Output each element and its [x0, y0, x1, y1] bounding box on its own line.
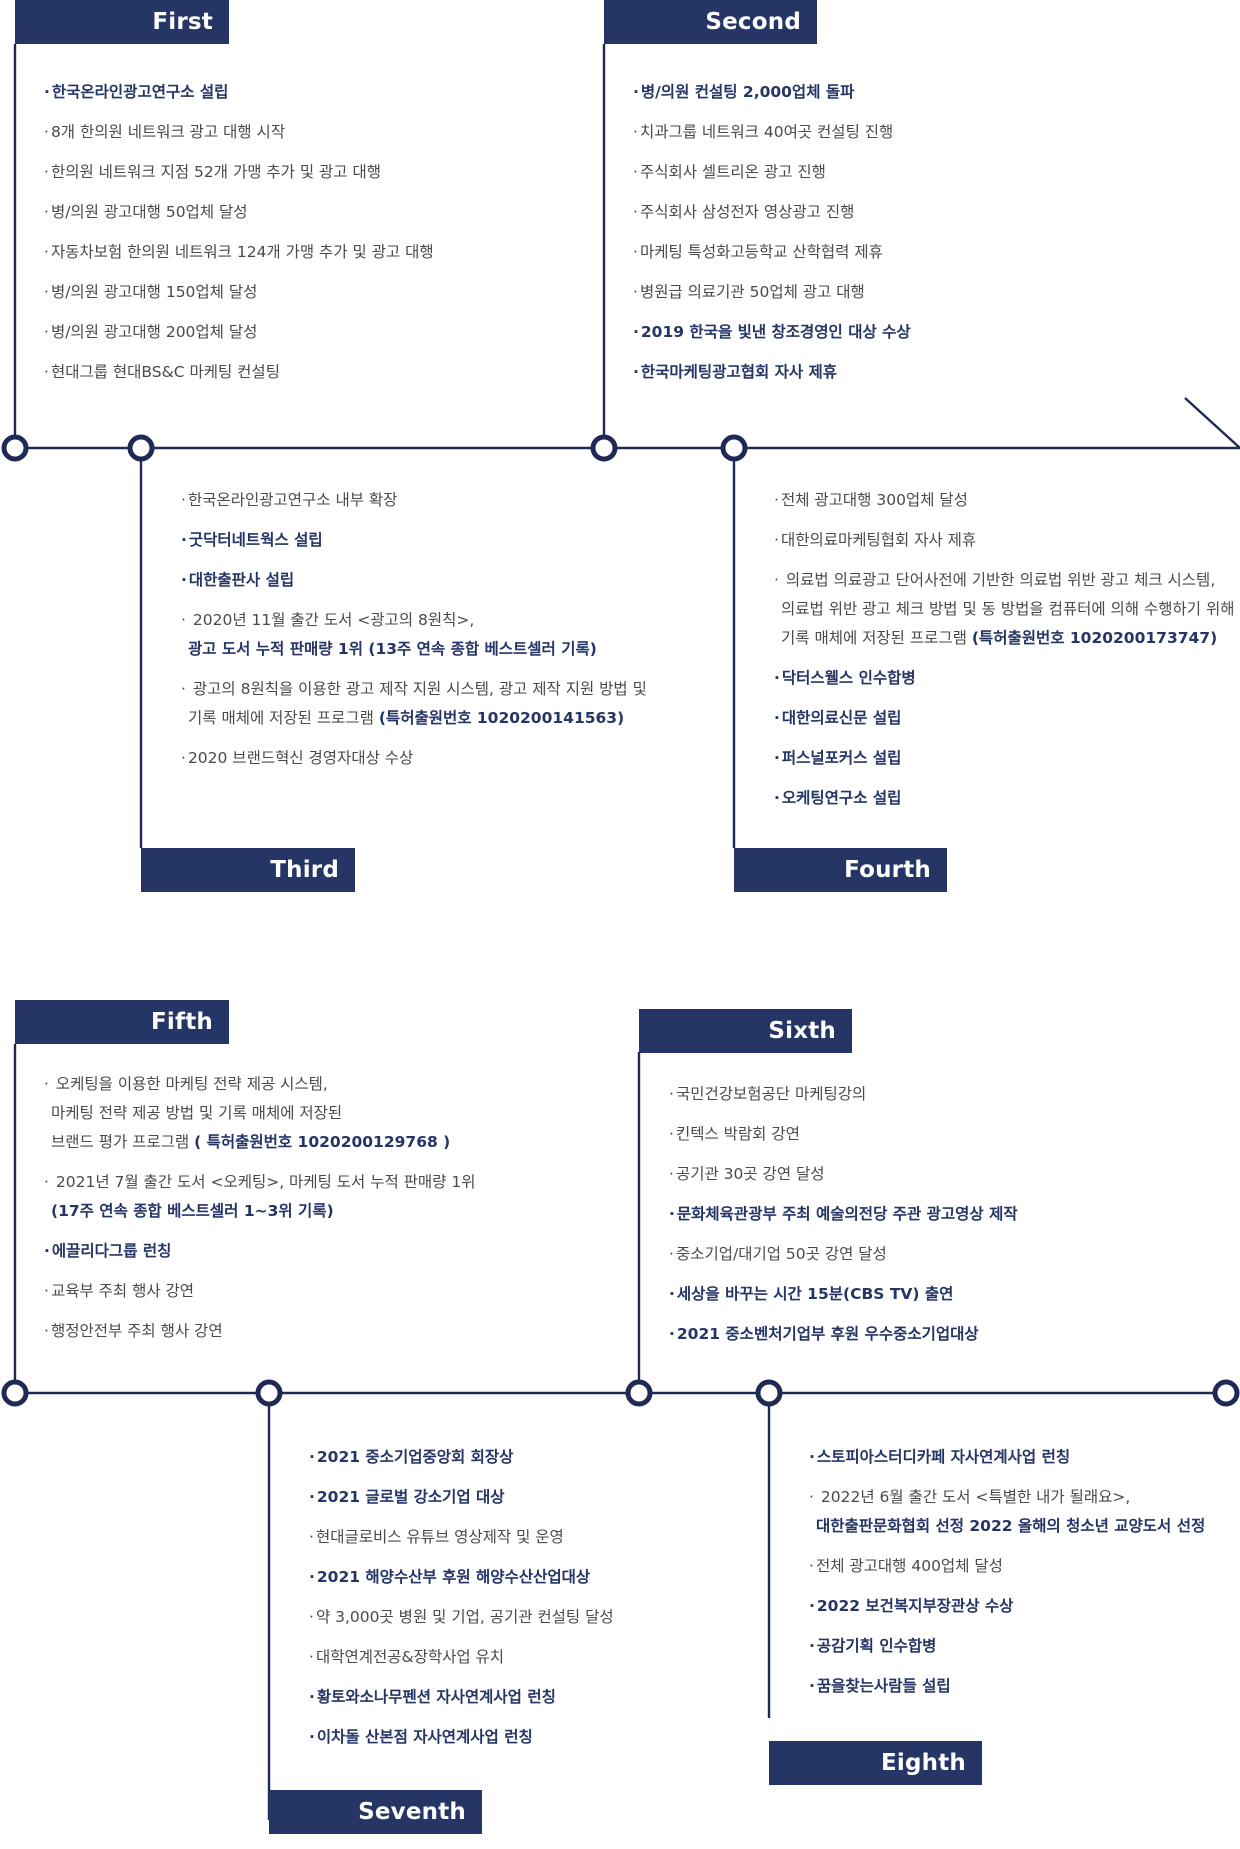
timeline-node: [590, 434, 618, 462]
timeline-node: [1212, 1379, 1240, 1407]
first-label: First: [15, 0, 229, 44]
list-item: 오케팅연구소 설립: [774, 784, 1234, 813]
list-item: 의료법 의료광고 단어사전에 기반한 의료법 위반 광고 체크 시스템, 의료법…: [774, 566, 1234, 653]
eighth-label: Eighth: [769, 1741, 982, 1785]
list-item: 이차돌 산본점 자사연계사업 런칭: [309, 1723, 614, 1752]
list-item: 대한의료마케팅협회 자사 제휴: [774, 526, 1234, 555]
list-item: 주식회사 삼성전자 영상광고 진행: [633, 198, 911, 227]
list-item: 교육부 주최 행사 강연: [44, 1277, 476, 1306]
item-text: 의료법 의료광고 단어사전에 기반한 의료법 위반 광고 체크 시스템,: [785, 571, 1216, 589]
list-item: 병/의원 광고대행 150업체 달성: [44, 278, 434, 307]
timeline-node: [1, 434, 29, 462]
list-item: 마케팅 특성화고등학교 산학협력 제휴: [633, 238, 911, 267]
fifth-list: 오케팅을 이용한 마케팅 전략 제공 시스템, 마케팅 전략 제공 방법 및 기…: [44, 1070, 476, 1357]
list-item: 에끌리다그룹 런칭: [44, 1237, 476, 1266]
item-text: 기록 매체에 저장된 프로그램: [781, 629, 972, 647]
list-item: 황토와소나무펜션 자사연계사업 런칭: [309, 1683, 614, 1712]
fourth-list: 전체 광고대행 300업체 달성 대한의료마케팅협회 자사 제휴 의료법 의료광…: [774, 486, 1235, 824]
list-item: 2021 해양수산부 후원 해양수산산업대상: [309, 1563, 614, 1592]
sixth-list: 국민건강보험공단 마케팅강의킨텍스 박람회 강연공기관 30곳 강연 달성문화체…: [669, 1080, 1018, 1360]
item-text: 브랜드 평가 프로그램: [51, 1133, 195, 1151]
list-item: 주식회사 셀트리온 광고 진행: [633, 158, 911, 187]
list-item: 한국온라인광고연구소 설립: [44, 78, 434, 107]
list-item: 한국온라인광고연구소 내부 확장: [181, 486, 647, 515]
item-text: 의료법 위반 광고 체크 방법 및 동 방법을 컴퓨터에 의해 수행하기 위해: [781, 600, 1235, 618]
third-list: 한국온라인광고연구소 내부 확장 굿닥터네트웍스 설립 대한출판사 설립 202…: [181, 486, 647, 784]
list-item: 공기관 30곳 강연 달성: [669, 1160, 1018, 1189]
list-item: 치과그룹 네트워크 40여곳 컨설팅 진행: [633, 118, 911, 147]
list-item: 약 3,000곳 병원 및 기업, 공기관 컨설팅 달성: [309, 1603, 614, 1632]
timeline-node: [625, 1379, 653, 1407]
list-item: 병/의원 광고대행 200업체 달성: [44, 318, 434, 347]
list-item: 국민건강보험공단 마케팅강의: [669, 1080, 1018, 1109]
item-text: 2021년 7월 출간 도서 <오케팅>, 마케팅 도서 누적 판매량 1위: [55, 1173, 476, 1191]
item-text: 2020년 11월 출간 도서 <광고의 8원칙>,: [192, 611, 475, 629]
fifth-label: Fifth: [15, 1000, 229, 1044]
list-item: 스토피아스터디카페 자사연계사업 런칭: [809, 1443, 1205, 1472]
sixth-label: Sixth: [639, 1009, 852, 1053]
list-item: 2020년 11월 출간 도서 <광고의 8원칙>, 광고 도서 누적 판매량 …: [181, 606, 647, 664]
seventh-list: 2021 중소기업중앙회 회장상 2021 글로벌 강소기업 대상현대글로비스 유…: [309, 1443, 614, 1763]
first-list: 한국온라인광고연구소 설립 8개 한의원 네트워크 광고 대행 시작한의원 네트워…: [44, 78, 434, 398]
item-text-highlight: 광고 도서 누적 판매량 1위 (13주 연속 종합 베스트셀러 기록): [188, 640, 597, 658]
list-item: 2021년 7월 출간 도서 <오케팅>, 마케팅 도서 누적 판매량 1위 (…: [44, 1168, 476, 1226]
list-item: 대한의료신문 설립: [774, 704, 1234, 733]
list-item: 꿈을찾는사람들 설립: [809, 1672, 1205, 1701]
list-item: 병원급 의료기관 50업체 광고 대행: [633, 278, 911, 307]
list-item: 닥터스웰스 인수합병: [774, 664, 1234, 693]
list-item: 한의원 네트워크 지점 52개 가맹 추가 및 광고 대행: [44, 158, 434, 187]
list-item: 굿닥터네트웍스 설립: [181, 526, 647, 555]
list-item: 오케팅을 이용한 마케팅 전략 제공 시스템, 마케팅 전략 제공 방법 및 기…: [44, 1070, 476, 1157]
list-item: 2019 한국을 빛낸 창조경영인 대상 수상: [633, 318, 911, 347]
list-item: 2020 브랜드혁신 경영자대상 수상: [181, 744, 647, 773]
item-text: 기록 매체에 저장된 프로그램: [188, 709, 379, 727]
list-item: 대학연계전공&장학사업 유치: [309, 1643, 614, 1672]
timeline-node: [127, 434, 155, 462]
timeline-node: [255, 1379, 283, 1407]
list-item: 공감기획 인수합병: [809, 1632, 1205, 1661]
timeline-node: [755, 1379, 783, 1407]
second-list: 병/의원 컨설팅 2,000업체 돌파치과그룹 네트워크 40여곳 컨설팅 진행…: [633, 78, 911, 398]
item-text-highlight: 대한출판문화협회 선정 2022 올해의 청소년 교양도서 선정: [816, 1517, 1206, 1535]
patent-number: (특허출원번호 1020200173747): [971, 629, 1218, 647]
item-text: 마케팅 전략 제공 방법 및 기록 매체에 저장된: [51, 1104, 343, 1122]
list-item: 전체 광고대행 400업체 달성: [809, 1552, 1205, 1581]
second-label: Second: [604, 0, 817, 44]
list-item: 현대글로비스 유튜브 영상제작 및 운영: [309, 1523, 614, 1552]
item-text: 2022년 6월 출간 도서 <특별한 내가 될래요>,: [820, 1488, 1131, 1506]
third-label: Third: [141, 848, 355, 892]
item-text: 오케팅을 이용한 마케팅 전략 제공 시스템,: [55, 1075, 328, 1093]
list-item: 2021 글로벌 강소기업 대상: [309, 1483, 614, 1512]
list-item: 한국마케팅광고협회 자사 제휴: [633, 358, 911, 387]
list-item: 행정안전부 주최 행사 강연: [44, 1317, 476, 1346]
list-item: 병/의원 광고대행 50업체 달성: [44, 198, 434, 227]
list-item: 광고의 8원칙을 이용한 광고 제작 지원 시스템, 광고 제작 지원 방법 및…: [181, 675, 647, 733]
list-item: 병/의원 컨설팅 2,000업체 돌파: [633, 78, 911, 107]
list-item: 2022년 6월 출간 도서 <특별한 내가 될래요>, 대한출판문화협회 선정…: [809, 1483, 1205, 1541]
list-item: 자동차보험 한의원 네트워크 124개 가맹 추가 및 광고 대행: [44, 238, 434, 267]
list-item: 퍼스널포커스 설립: [774, 744, 1234, 773]
patent-number: ( 특허출원번호 1020200129768 ): [194, 1133, 451, 1151]
list-item: 2022 보건복지부장관상 수상: [809, 1592, 1205, 1621]
list-item: 2021 중소벤처기업부 후원 우수중소기업대상: [669, 1320, 1018, 1349]
list-item: 대한출판사 설립: [181, 566, 647, 595]
list-item: 세상을 바꾸는 시간 15분(CBS TV) 출연: [669, 1280, 1018, 1309]
timeline-node: [1, 1379, 29, 1407]
fourth-label: Fourth: [734, 848, 947, 892]
seventh-label: Seventh: [269, 1790, 482, 1834]
item-text-highlight: (17주 연속 종합 베스트셀러 1~3위 기록): [51, 1202, 334, 1220]
list-item: 중소기업/대기업 50곳 강연 달성: [669, 1240, 1018, 1269]
list-item: 현대그룹 현대BS&C 마케팅 컨설팅: [44, 358, 434, 387]
list-item: 8개 한의원 네트워크 광고 대행 시작: [44, 118, 434, 147]
list-item: 킨텍스 박람회 강연: [669, 1120, 1018, 1149]
eighth-list: 스토피아스터디카페 자사연계사업 런칭 2022년 6월 출간 도서 <특별한 …: [809, 1443, 1205, 1712]
list-item: 2021 중소기업중앙회 회장상: [309, 1443, 614, 1472]
timeline-arrow: [15, 397, 1240, 450]
list-item: 전체 광고대행 300업체 달성: [774, 486, 1234, 515]
item-text: 광고의 8원칙을 이용한 광고 제작 지원 시스템, 광고 제작 지원 방법 및: [192, 680, 647, 698]
list-item: 문화체육관광부 주최 예술의전당 주관 광고영상 제작: [669, 1200, 1018, 1229]
timeline-node: [720, 434, 748, 462]
patent-number: (특허출원번호 1020200141563): [378, 709, 625, 727]
